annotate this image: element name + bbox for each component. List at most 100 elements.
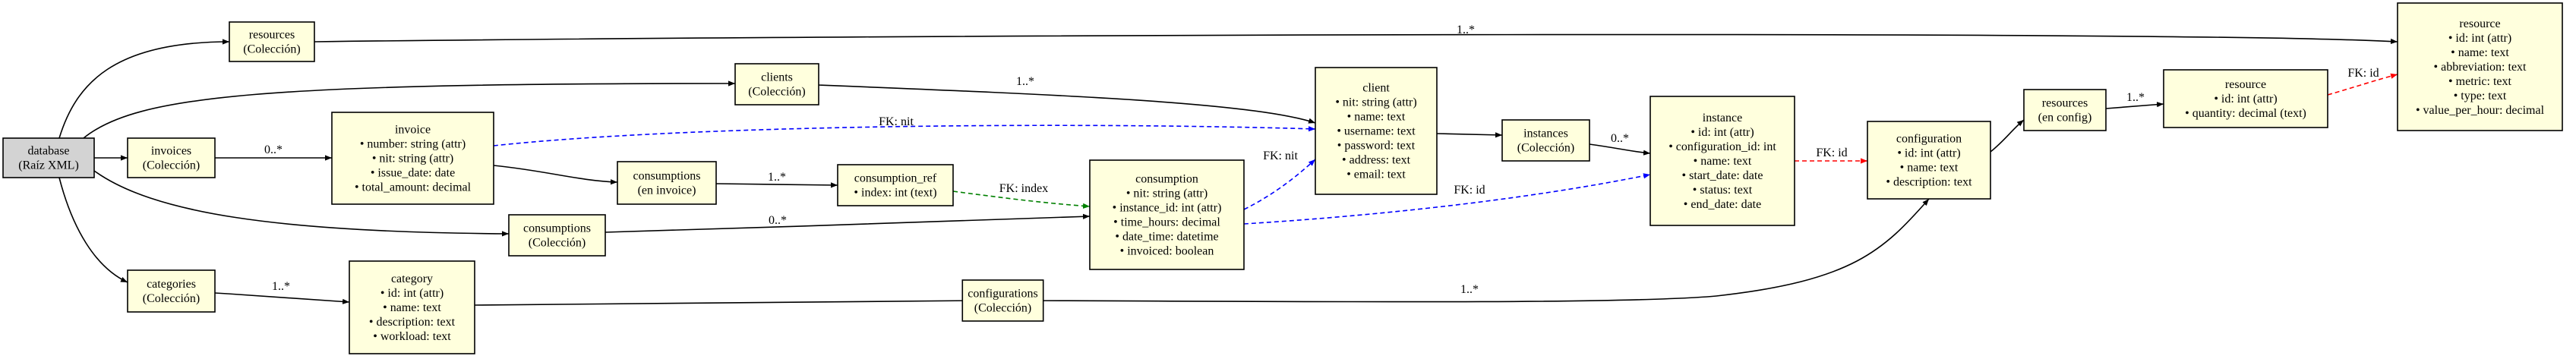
- edge-categories-category: [214, 292, 350, 304]
- node-resource-in-config[interactable]: resource• id: int (attr)• quantity: deci…: [2163, 69, 2328, 128]
- node-configuration[interactable]: configuration• id: int (attr)• name: tex…: [1867, 121, 1991, 200]
- edge-database-consumptions: [93, 170, 510, 237]
- resources-col-box: [229, 21, 315, 62]
- configuration-box: [1867, 121, 1991, 200]
- edge-database-clients: [83, 80, 736, 139]
- node-consumption[interactable]: consumption• nit: string (attr) • instanc…: [1089, 159, 1245, 270]
- node-title: resource: [2459, 17, 2500, 30]
- node-field: • date_time: datetime: [1115, 231, 1218, 244]
- label-resources-resource: 1..*: [1457, 24, 1475, 36]
- node-field: • total_amount: decimal: [355, 181, 472, 194]
- edge-consumption-instance-fk: [1243, 173, 1651, 225]
- node-field: • issue_date: date: [371, 167, 455, 180]
- label-consumptions-ref: 1..*: [768, 171, 786, 184]
- database-box: [2, 137, 95, 178]
- node-field: • description: text: [1886, 176, 1972, 189]
- resource-top-box: [2397, 2, 2563, 131]
- categories-col-box: [127, 269, 216, 313]
- node-invoice[interactable]: invoice• number: string (attr)• nit: str…: [331, 112, 494, 205]
- node-title: resources: [249, 29, 295, 42]
- edge-configuration-resources: [1990, 119, 2025, 153]
- instances-col-box: [1501, 119, 1590, 162]
- node-title: consumption: [1135, 173, 1198, 186]
- edge-category-configurations: [474, 298, 977, 306]
- invoices-col-box: [127, 137, 216, 178]
- node-resources-in-config[interactable]: resources (en config): [2023, 89, 2107, 131]
- edge-consumptions-ref: [715, 182, 838, 188]
- node-consumptions-in-invoice[interactable]: consumptions(en invoice): [617, 161, 717, 205]
- label-consumption-instance-fk: FK: id: [1454, 184, 1485, 197]
- node-field: • password: text: [1337, 140, 1416, 153]
- node-field: (Colección): [974, 302, 1032, 315]
- node-field: • name: text: [383, 301, 441, 314]
- nodes: database(Raíz XML) resources(Colección) …: [2, 2, 2563, 354]
- node-consumptions-collection[interactable]: consumptions(Colección): [508, 214, 606, 257]
- node-title: categories: [147, 278, 196, 291]
- edge-client-instances: [1436, 132, 1503, 138]
- node-field: • value_per_hour: decimal: [2416, 104, 2545, 117]
- node-field: (en config): [2038, 112, 2092, 124]
- node-client[interactable]: client• nit: string (attr)• name: text• …: [1315, 67, 1438, 195]
- edges: [58, 33, 2398, 306]
- configurations-col-box: [961, 279, 1044, 322]
- node-field: • start_date: date: [1682, 169, 1763, 182]
- node-clients-collection[interactable]: clients(Colección): [734, 63, 819, 105]
- label-configurations-configuration: 1..*: [1460, 283, 1479, 296]
- node-field: • workload: text: [373, 330, 451, 343]
- node-field: • type: text: [2454, 90, 2507, 102]
- node-field: • abbreviation: text: [2433, 61, 2527, 74]
- node-field: • id: int (attr): [2448, 32, 2511, 45]
- label-resources-resource-cfg: 1..*: [2126, 91, 2145, 104]
- node-title: configuration: [1896, 133, 1962, 146]
- consumption-box: [1089, 159, 1245, 270]
- node-title: resource: [2225, 78, 2266, 91]
- label-ref-consumption-fk: FK: index: [999, 182, 1048, 195]
- node-category[interactable]: category• id: int (attr)• name: text• de…: [349, 260, 475, 354]
- edge-resource-cfg-top-fk: [2327, 73, 2398, 96]
- node-title: instances: [1523, 128, 1568, 140]
- edge-configurations-configuration: [1029, 198, 1930, 303]
- edge-consumptions-consumption: [605, 213, 1091, 233]
- node-field: • index: int (text): [854, 187, 936, 200]
- label-clients-client: 1..*: [1016, 75, 1034, 88]
- node-consumption-ref[interactable]: consumption_ref• index: int (text): [837, 164, 954, 206]
- node-field: • instance_id: int (attr): [1113, 202, 1222, 215]
- label-consumption-client-fk: FK: nit: [1263, 150, 1298, 162]
- node-field: • status: text: [1693, 184, 1753, 197]
- node-field: • invoiced: boolean: [1120, 245, 1214, 258]
- edge-ref-consumption-fk: [952, 191, 1091, 209]
- consumption-ref-box: [837, 164, 954, 206]
- node-field: • id: int (attr): [1690, 126, 1754, 139]
- label-instance-configuration-fk: FK: id: [1816, 146, 1847, 159]
- node-field: • metric: text: [2448, 75, 2511, 88]
- node-field: • id: int (attr): [2214, 93, 2277, 105]
- edge-resources-resource-cfg: [2105, 102, 2164, 109]
- label-instances-instance: 0..*: [1611, 132, 1629, 145]
- node-field: • id: int (attr): [380, 287, 444, 300]
- node-database[interactable]: database(Raíz XML): [2, 137, 95, 178]
- node-field: (Colección): [143, 292, 200, 305]
- node-title: consumptions: [633, 170, 701, 183]
- node-title: invoice: [395, 124, 431, 137]
- node-invoices-collection[interactable]: invoices(Colección): [127, 137, 216, 178]
- edge-invoice-consumptions: [493, 165, 618, 185]
- node-field: • name: text: [1900, 162, 1959, 175]
- node-field: • nit: string (attr): [1126, 187, 1208, 200]
- label-invoice-client-fk: FK: nit: [879, 115, 914, 128]
- edge-database-categories: [58, 177, 128, 283]
- label-consumptions-consumption: 0..*: [769, 214, 787, 227]
- node-resources-collection[interactable]: resources(Colección): [229, 21, 315, 62]
- node-resource[interactable]: resource • id: int (attr)• name: text • ab…: [2397, 2, 2563, 131]
- node-title: resources: [2042, 97, 2088, 110]
- node-field: • description: text: [369, 316, 456, 329]
- node-field: • configuration_id: int: [1668, 140, 1776, 153]
- node-categories-collection[interactable]: categories(Colección): [127, 269, 216, 313]
- category-box: [349, 260, 475, 354]
- edge-clients-client: [818, 84, 1316, 124]
- node-field: • name: text: [2451, 46, 2509, 59]
- node-configurations-collection[interactable]: configurations(Colección): [961, 279, 1044, 322]
- node-instances-collection[interactable]: instances(Colección): [1501, 119, 1590, 162]
- node-instance[interactable]: instance• id: int (attr)• configuration_…: [1649, 96, 1795, 226]
- edge-database-resources: [58, 39, 230, 139]
